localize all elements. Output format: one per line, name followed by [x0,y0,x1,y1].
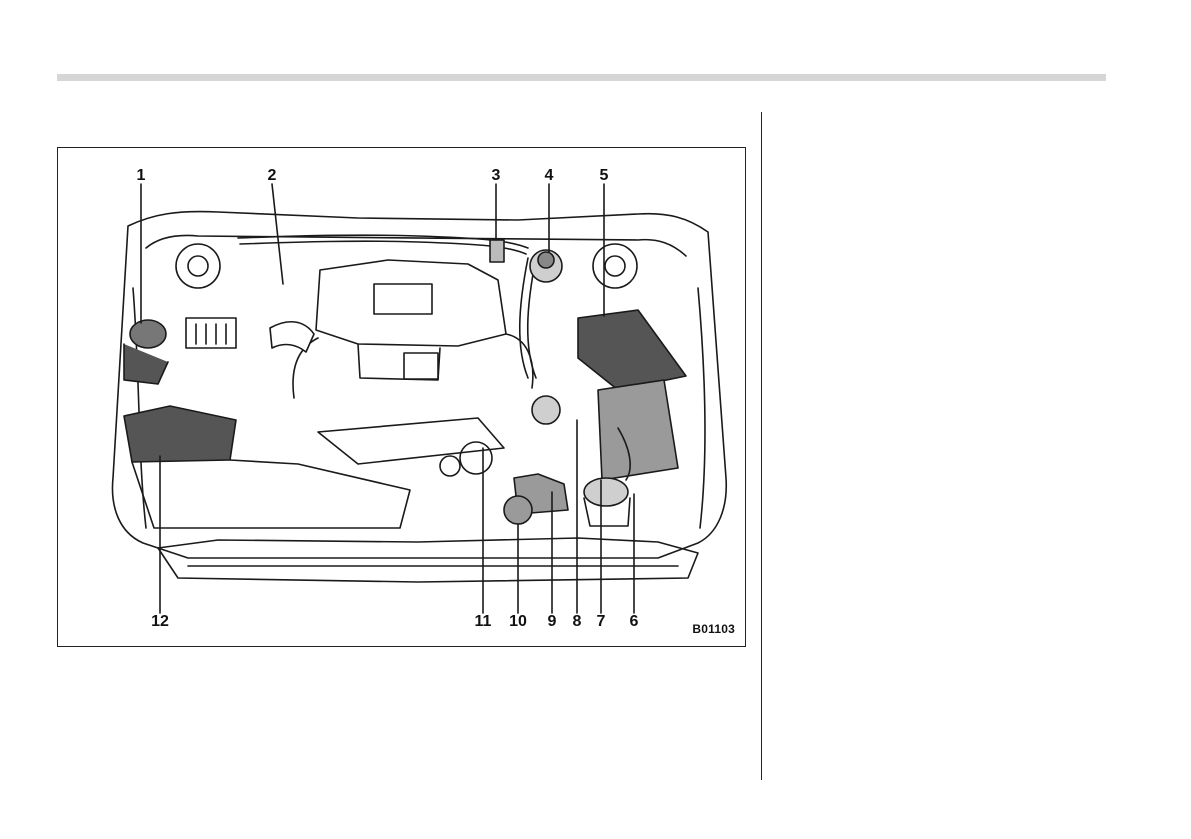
callout-1: 1 [137,168,146,184]
engine-compartment-figure: 1 2 3 4 5 6 7 8 9 10 11 12 B01103 [57,147,746,647]
engine-illustration [58,148,746,647]
callout-8: 8 [573,614,582,630]
column-divider [761,112,762,780]
callout-7: 7 [597,614,606,630]
figure-code: B01103 [692,622,735,636]
callout-11: 11 [475,614,492,630]
callout-6: 6 [630,614,639,630]
callout-3: 3 [492,168,501,184]
callout-2: 2 [268,168,277,184]
header-rule [57,74,1106,81]
callout-5: 5 [600,168,609,184]
callout-4: 4 [545,168,554,184]
callout-9: 9 [548,614,557,630]
callout-10: 10 [509,614,527,630]
callout-12: 12 [151,614,169,630]
